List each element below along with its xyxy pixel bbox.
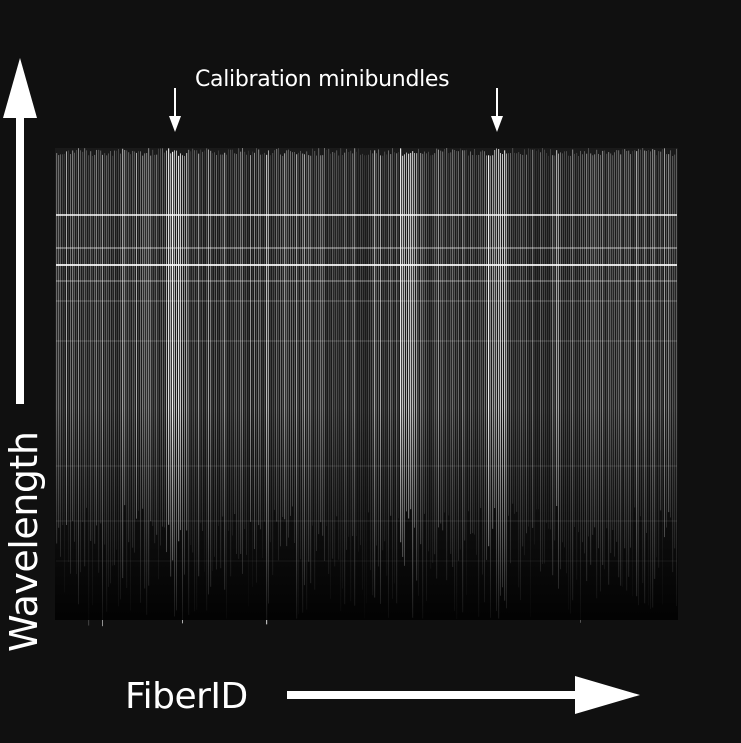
calibration-arrow-right <box>491 88 503 132</box>
x-axis-label: FiberID <box>125 676 248 717</box>
wavelength-arrow <box>3 58 37 404</box>
fiberid-arrow <box>287 676 640 714</box>
calibration-minibundles-label: Calibration minibundles <box>195 67 450 92</box>
calibration-arrow-left <box>169 88 181 132</box>
y-axis-label: Wavelength <box>2 431 46 652</box>
detector-fade <box>55 148 678 620</box>
